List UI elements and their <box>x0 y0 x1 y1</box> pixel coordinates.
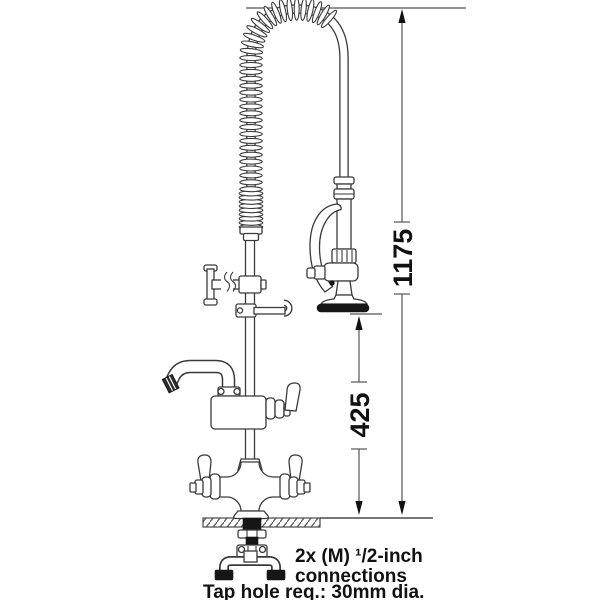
note-connections-line1: 2x (M) ¹/2-inch <box>295 546 423 567</box>
under-counter-connections <box>214 517 286 581</box>
right-valve-lever <box>288 454 303 482</box>
bracket-screw <box>260 279 267 290</box>
right-inlet-foot <box>266 569 286 581</box>
deck-flange <box>233 510 269 520</box>
dimension-1175-label: 1175 <box>388 229 418 288</box>
swing-spout <box>161 359 241 397</box>
counter-surface <box>202 517 433 528</box>
add-on-valve-lever <box>284 382 301 412</box>
left-inlet-foot <box>214 569 234 581</box>
flexible-coil-hose <box>238 0 349 242</box>
dimension-425-label: 425 <box>345 392 375 437</box>
spray-face-bell <box>319 294 369 305</box>
note-tap-hole: Tap hole req.: 30mm dia. <box>203 582 424 600</box>
dimension-1175: 1175 <box>388 9 418 515</box>
left-valve-lever <box>197 454 212 482</box>
coil-spring-rings <box>238 0 338 231</box>
mixing-base-valves <box>189 454 311 520</box>
dimension-425: 425 <box>345 313 382 515</box>
annotations: 2x (M) ¹/2-inch connections Tap hole req… <box>203 546 424 600</box>
spray-holder-hook <box>235 299 293 318</box>
wall-bracket <box>203 264 267 306</box>
add-on-faucet-valve <box>210 382 301 430</box>
spray-valve <box>306 176 370 313</box>
spray-face-bumper <box>316 303 370 313</box>
spout-aerator-tip <box>161 373 180 394</box>
coil-end-nut <box>239 226 263 242</box>
note-connections-line2: connections <box>295 566 407 587</box>
